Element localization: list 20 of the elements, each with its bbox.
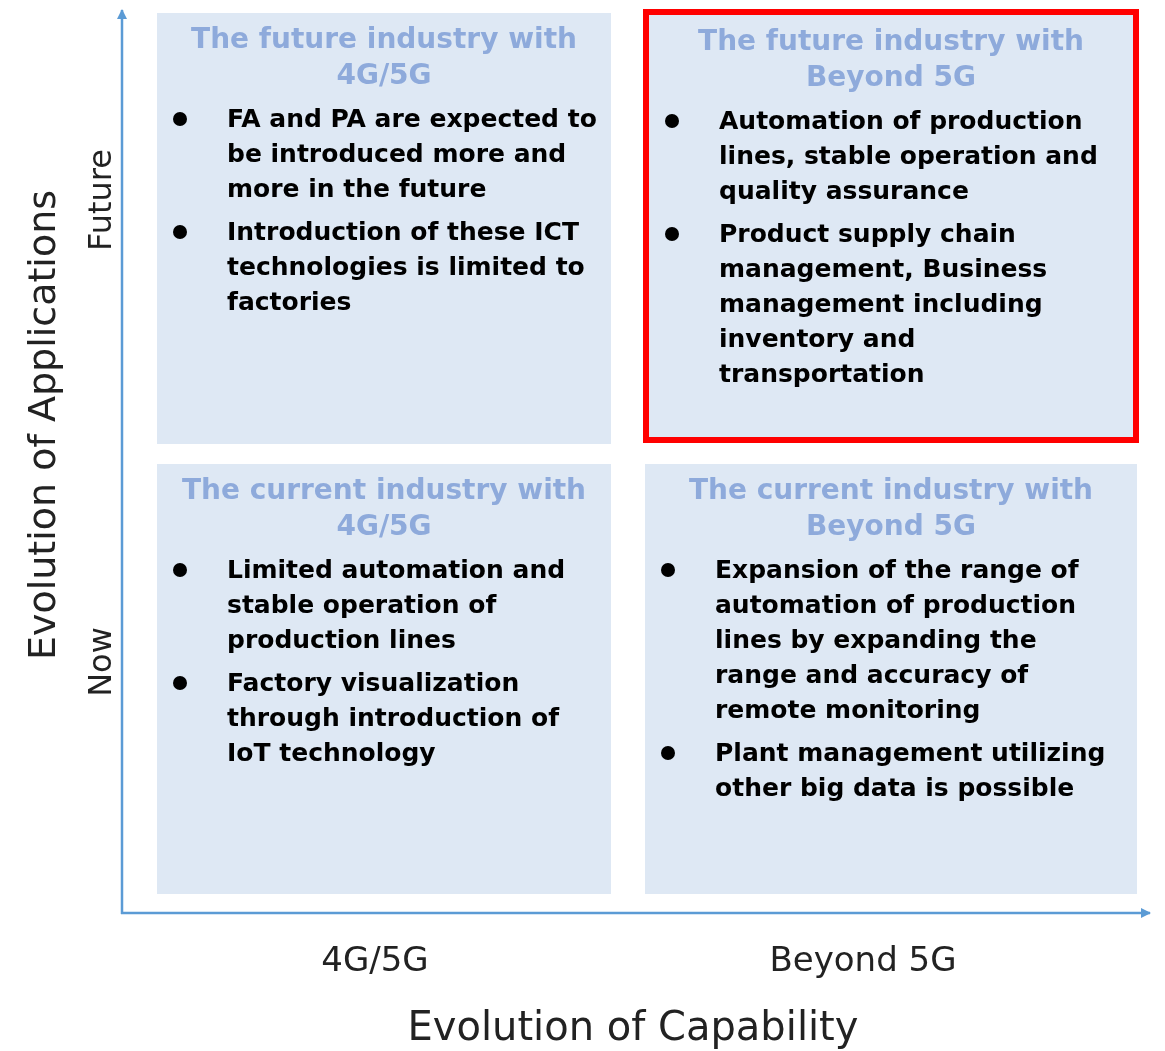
y-axis-title: Evolution of Applications [23,189,61,661]
y-tick-label: Future [84,149,116,251]
panel-heading: The future industry with 4G/5G [190,21,578,93]
x-tick-label: 4G/5G [321,942,429,976]
bullet-text: Factory visualization through introduction of IoT technology [227,667,561,769]
panel-heading: The current industry with Beyond 5G [687,472,1095,544]
bullet-text: Product supply chain management, Business management including inventory and transportation [719,218,1049,390]
bullet-text: Expansion of the range of automation of production lines by expanding the range and accuracy of remote monitoring [715,554,1080,726]
quadrant-panel [157,464,611,894]
bullet-text: Automation of production lines, stable operation and quality assurance [719,105,1099,207]
quadrant-panel [645,464,1137,894]
bullet-text: Introduction of these ICT technologies is limited to factories [227,216,586,318]
panel-heading: The current industry with 4G/5G [180,472,588,544]
panel-heading: The future industry with Beyond 5G [697,23,1085,95]
y-tick-label: Now [84,627,116,697]
x-tick-label: Beyond 5G [769,942,957,976]
bullet-text: Limited automation and stable operation of production lines [227,554,567,656]
bullet-text: Plant management utilizing other big data is possible [715,737,1107,804]
bullet-text: FA and PA are expected to be introduced more and more in the future [227,103,598,205]
quadrant-panel [157,13,611,444]
